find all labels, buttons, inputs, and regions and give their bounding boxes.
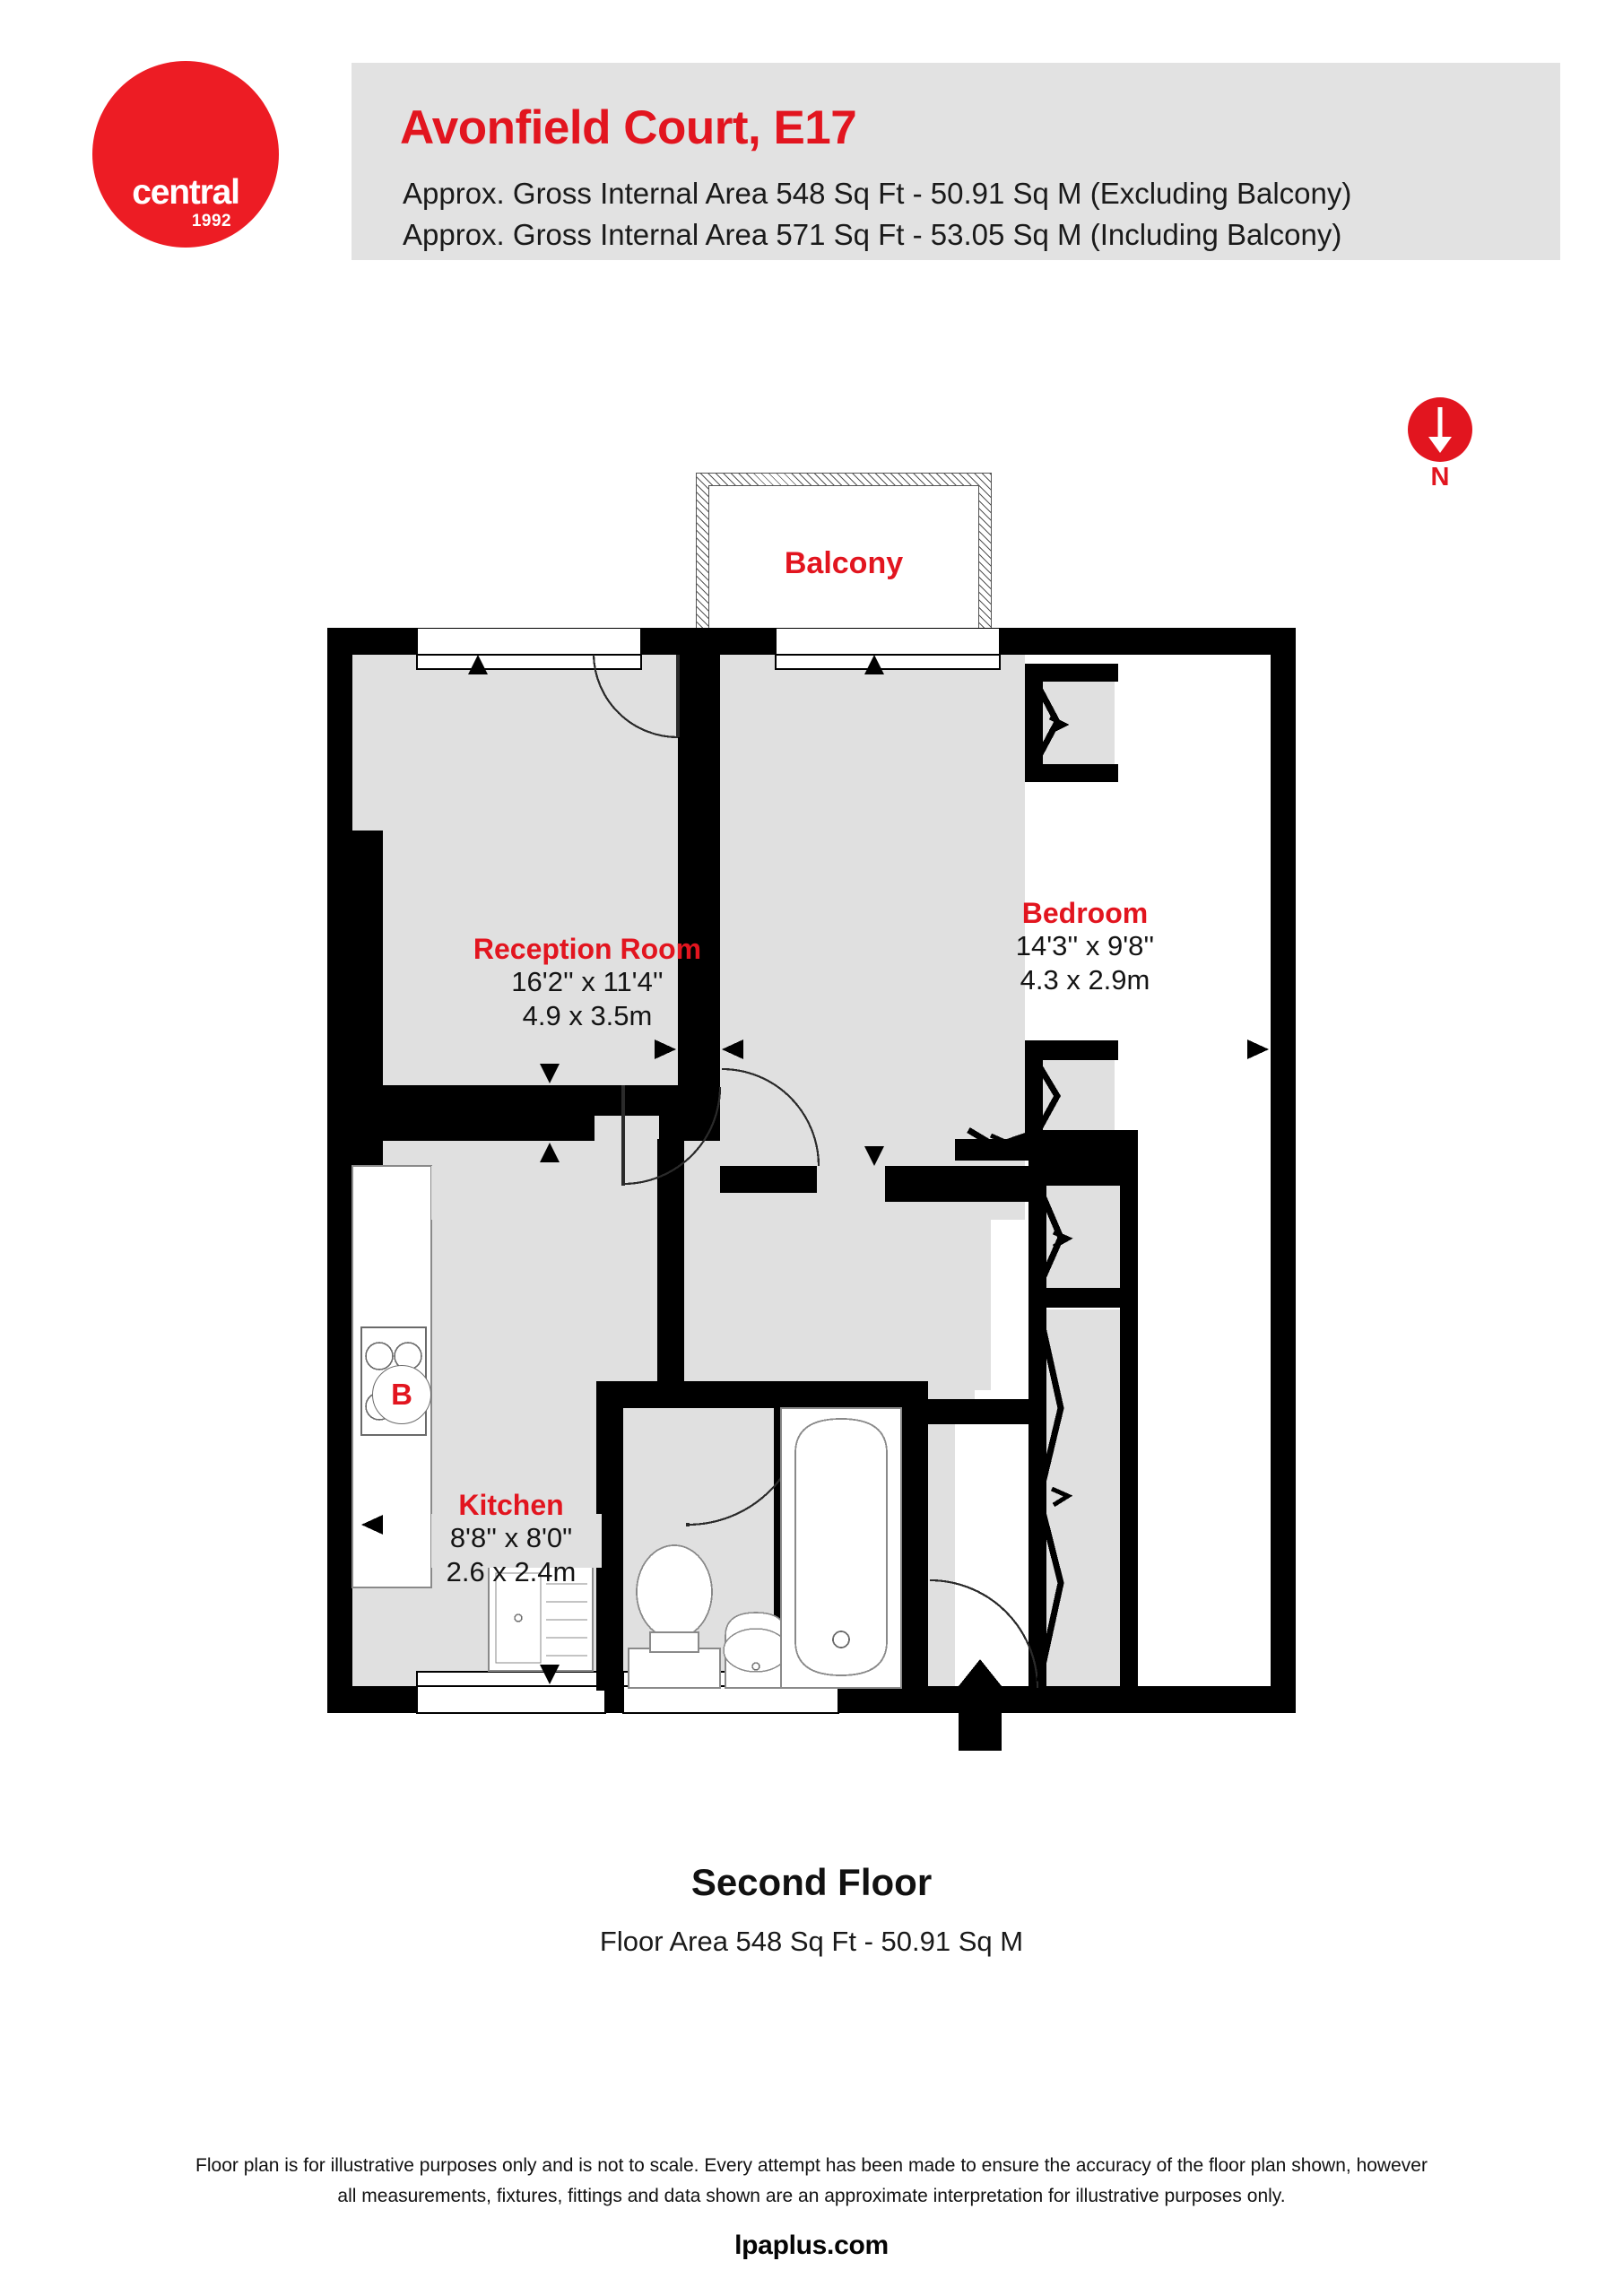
room-label-reception: Reception Room 16'2'' x 11'4'' 4.9 x 3.5… <box>408 933 767 1033</box>
room-dim-imperial-reception: 16'2'' x 11'4'' <box>511 966 664 998</box>
room-label-kitchen: Kitchen 8'8'' x 8'0" 2.6 x 2.4m <box>395 1489 628 1589</box>
disclaimer-line-2: all measurements, fixtures, fittings and… <box>337 2186 1286 2206</box>
logo-wordmark: central <box>132 173 240 212</box>
balcony-floor <box>708 485 979 647</box>
room-name-reception: Reception Room <box>473 933 702 965</box>
floor-plan-drawing <box>327 628 1296 1767</box>
header-band <box>352 63 1560 260</box>
logo-year: 1992 <box>191 212 232 230</box>
room-name-kitchen: Kitchen <box>458 1489 564 1521</box>
room-dim-imperial-bedroom: 14'3'' x 9'8'' <box>1015 930 1155 962</box>
central-logo: central 1992 <box>92 61 279 248</box>
site-link[interactable]: lpaplus.com <box>734 2231 889 2260</box>
balcony-area: Balcony <box>696 473 992 647</box>
page-title: Avonfield Court, E17 <box>400 101 857 154</box>
floor-area: Floor Area 548 Sq Ft - 50.91 Sq M <box>599 1926 1024 1957</box>
room-dim-metric-reception: 4.9 x 3.5m <box>522 1000 653 1032</box>
entrance-arrow-icon <box>937 1659 1023 1751</box>
room-dim-metric-kitchen: 2.6 x 2.4m <box>446 1556 577 1588</box>
boiler-marker: B <box>372 1365 431 1424</box>
floor-name: Second Floor <box>690 1861 933 1903</box>
disclaimer-line-1: Floor plan is for illustrative purposes … <box>195 2155 1428 2176</box>
north-arrow-down-icon <box>1428 407 1452 453</box>
area-excluding-balcony: Approx. Gross Internal Area 548 Sq Ft - … <box>403 177 1352 210</box>
room-dim-metric-bedroom: 4.3 x 2.9m <box>1020 964 1150 996</box>
compass-label: N <box>1430 463 1450 491</box>
room-label-bedroom: Bedroom 14'3'' x 9'8'' 4.3 x 2.9m <box>915 897 1255 997</box>
balcony-label: Balcony <box>784 546 904 580</box>
room-name-bedroom: Bedroom <box>1021 897 1149 929</box>
room-dim-imperial-kitchen: 8'8'' x 8'0" <box>449 1522 573 1554</box>
area-including-balcony: Approx. Gross Internal Area 571 Sq Ft - … <box>403 218 1342 251</box>
compass-indicator: N <box>1408 397 1506 500</box>
